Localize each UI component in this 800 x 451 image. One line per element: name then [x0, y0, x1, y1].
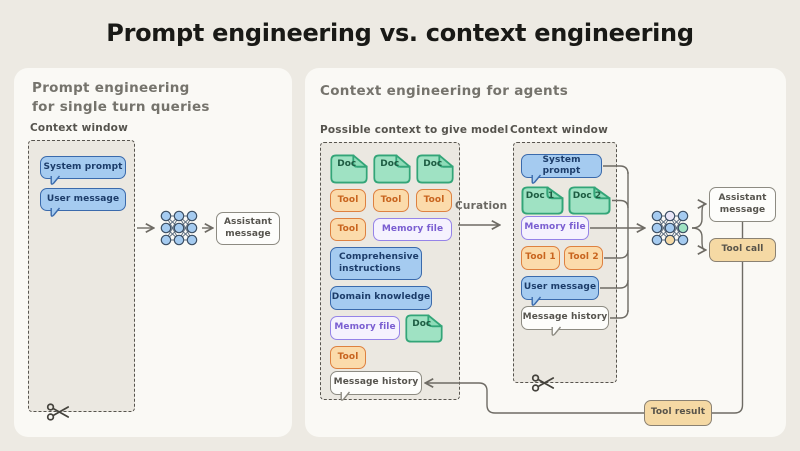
memory-file-chip: Memory file [330, 316, 400, 340]
user-message-label: User message [523, 282, 597, 293]
bubble-tail [551, 326, 562, 336]
doc-chip: Doc [373, 154, 411, 184]
tool-chip: Tool [416, 189, 452, 212]
tool-result-box: Tool result [644, 400, 712, 426]
user-message-label: User message [46, 193, 120, 204]
doc-label: Doc [337, 159, 357, 169]
bubble-tail [340, 391, 351, 401]
tool-label: Tool [380, 194, 402, 205]
memory-file-label: Memory file [381, 223, 444, 234]
model-icon [160, 210, 198, 246]
tool-label: Tool [423, 194, 445, 205]
bubble-tail [50, 175, 61, 185]
system-prompt-label: System prompt [43, 161, 123, 172]
assistant-message-box: Assistant message [709, 187, 776, 222]
comprehensive-instructions-chip: Comprehensive instructions [330, 247, 422, 280]
bubble-tail [50, 207, 61, 217]
left-heading-line1: Prompt engineering [32, 80, 190, 96]
memory-file-chip: Memory file [521, 216, 589, 240]
assistant-message-box: Assistant message [216, 212, 280, 245]
bubble-tail [531, 174, 542, 184]
tool-label: Tool 1 [525, 252, 556, 263]
tool-result-label: Tool result [650, 407, 706, 418]
tool-label: Tool [337, 351, 359, 362]
comprehensive-instructions-label: Comprehensive instructions [339, 252, 419, 274]
left-panel-heading: Prompt engineering for single turn queri… [32, 79, 210, 117]
tool-label: Tool 2 [568, 252, 599, 263]
doc-label: Doc [380, 159, 400, 169]
domain-knowledge-chip: Domain knowledge [330, 286, 432, 310]
doc-chip: Doc 1 [521, 186, 564, 215]
panel-context-engineering: Context engineering for agents Possible … [305, 68, 786, 437]
memory-file-chip: Memory file [373, 218, 452, 241]
system-prompt-chip: System prompt [521, 154, 602, 184]
possible-context-label: Possible context to give model [320, 124, 509, 136]
doc-label: Doc 1 [525, 191, 555, 201]
user-message-chip: User message [40, 188, 126, 217]
doc-chip: Doc 2 [568, 186, 611, 215]
tool-chip: Tool [373, 189, 409, 212]
tool-chip: Tool [330, 189, 366, 212]
model-icon [651, 210, 689, 246]
tool-call-box: Tool call [709, 238, 776, 262]
tool-chip: Tool [330, 346, 366, 369]
left-context-window-label: Context window [30, 122, 128, 134]
doc-chip: Doc [405, 314, 443, 343]
assistant-message-label: Assistant message [223, 217, 273, 239]
memory-file-label: Memory file [334, 322, 396, 333]
page-title: Prompt engineering vs. context engineeri… [106, 19, 694, 47]
tool-call-label: Tool call [721, 244, 764, 255]
tool-chip: Tool [330, 218, 366, 241]
tool-chip: Tool 1 [521, 246, 560, 270]
bubble-tail [531, 296, 542, 306]
right-panel-heading: Context engineering for agents [320, 83, 569, 99]
tool-chip: Tool 2 [564, 246, 603, 270]
right-context-window-label: Context window [510, 124, 608, 136]
left-heading-line2: for single turn queries [32, 98, 210, 115]
doc-label: Doc [423, 159, 443, 169]
message-history-chip: Message history [330, 371, 422, 401]
doc-chip: Doc [330, 154, 368, 184]
panel-prompt-engineering: Prompt engineering for single turn queri… [14, 68, 292, 437]
message-history-label: Message history [522, 312, 608, 323]
left-context-window [28, 140, 135, 412]
assistant-message-label: Assistant message [718, 193, 767, 215]
message-history-label: Message history [333, 377, 419, 388]
user-message-chip: User message [521, 276, 599, 306]
scissors-icon [46, 403, 70, 421]
tool-label: Tool [337, 223, 359, 234]
tool-label: Tool [337, 194, 359, 205]
memory-file-label: Memory file [524, 222, 586, 233]
scissors-icon [531, 374, 555, 392]
system-prompt-label: System prompt [542, 154, 581, 176]
curation-label: Curation [455, 200, 508, 212]
doc-label: Doc [412, 319, 432, 329]
message-history-chip: Message history [521, 306, 609, 336]
domain-knowledge-label: Domain knowledge [331, 292, 431, 303]
doc-chip: Doc [416, 154, 454, 184]
doc-label: Doc 2 [572, 191, 602, 201]
system-prompt-chip: System prompt [40, 156, 126, 185]
